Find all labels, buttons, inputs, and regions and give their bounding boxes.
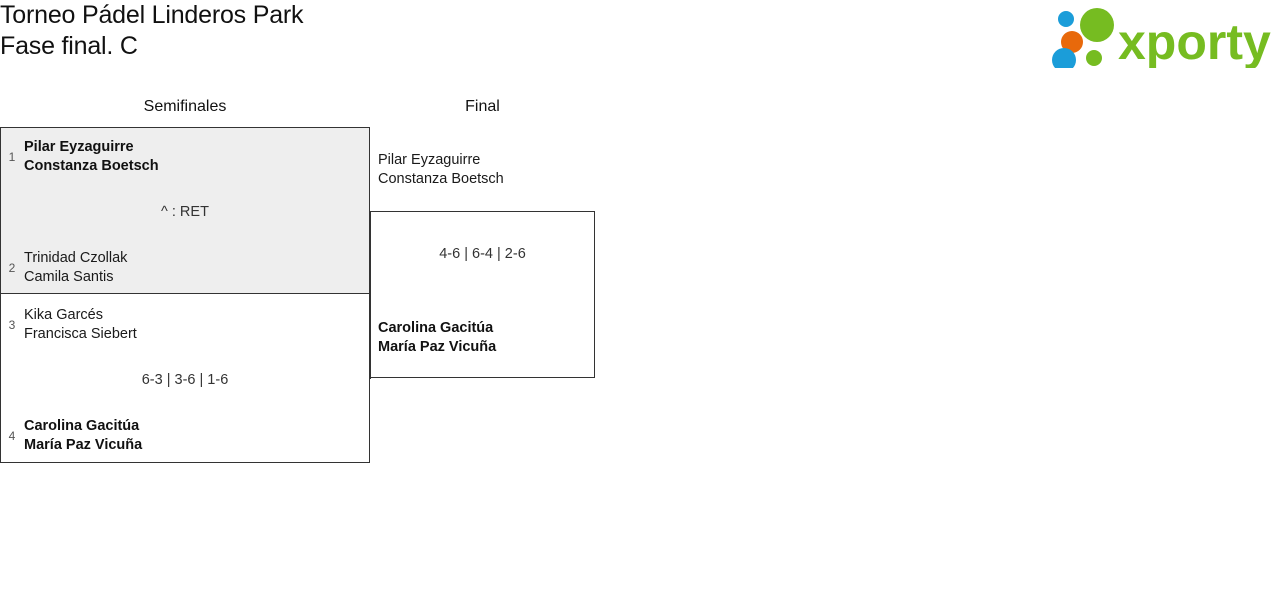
seed-number: 1 xyxy=(8,150,16,164)
match-score-sf2: 6-3 | 3-6 | 1-6 xyxy=(141,372,229,388)
logo-dot-blue-small xyxy=(1058,11,1074,27)
team-row-sf1-top[interactable]: 1 Pilar Eyzaguirre Constanza Boetsch xyxy=(0,138,360,176)
round-header-semifinales: Semifinales xyxy=(143,98,227,115)
seed-number: 2 xyxy=(8,261,16,275)
team-players: Trinidad Czollak Camila Santis xyxy=(24,250,128,285)
seed-number: 4 xyxy=(8,429,16,443)
match-score-sf1: ^ : RET xyxy=(161,204,209,220)
match-box-semifinal-1[interactable] xyxy=(0,127,370,294)
page-title: Torneo Pádel Linderos Park Fase final. C xyxy=(0,1,304,60)
logo-dot-orange xyxy=(1061,31,1083,53)
team-row-sf2-bottom[interactable]: 4 Carolina Gacitúa María Paz Vicuña xyxy=(0,417,360,455)
team-row-sf2-top[interactable]: 3 Kika Garcés Francisca Siebert xyxy=(0,306,360,344)
logo-dot-green-small xyxy=(1086,50,1102,66)
xporty-logo[interactable]: xporty xyxy=(1050,8,1275,68)
team-players: Pilar Eyzaguirre Constanza Boetsch xyxy=(378,152,504,187)
logo-dot-green-large xyxy=(1080,8,1114,42)
team-players: Pilar Eyzaguirre Constanza Boetsch xyxy=(24,139,159,174)
logo-wordmark: xporty xyxy=(1118,14,1271,68)
bracket-connector-semifinal-2 xyxy=(370,378,371,379)
round-header-final: Final xyxy=(465,98,500,115)
team-row-final-top[interactable]: Pilar Eyzaguirre Constanza Boetsch xyxy=(370,151,590,189)
team-players: Carolina Gacitúa María Paz Vicuña xyxy=(24,418,143,453)
bracket-connector-semifinal-1 xyxy=(370,211,371,212)
match-score-final: 4-6 | 6-4 | 2-6 xyxy=(439,246,526,262)
match-box-semifinal-2[interactable] xyxy=(0,293,370,463)
team-row-final-bottom[interactable]: Carolina Gacitúa María Paz Vicuña xyxy=(370,319,590,357)
seed-number: 3 xyxy=(8,318,16,332)
logo-dot-blue-large xyxy=(1052,48,1076,68)
team-players: Kika Garcés Francisca Siebert xyxy=(24,307,137,342)
match-box-final[interactable] xyxy=(370,211,595,378)
team-players: Carolina Gacitúa María Paz Vicuña xyxy=(378,320,497,355)
team-row-sf1-bottom[interactable]: 2 Trinidad Czollak Camila Santis xyxy=(0,249,360,287)
